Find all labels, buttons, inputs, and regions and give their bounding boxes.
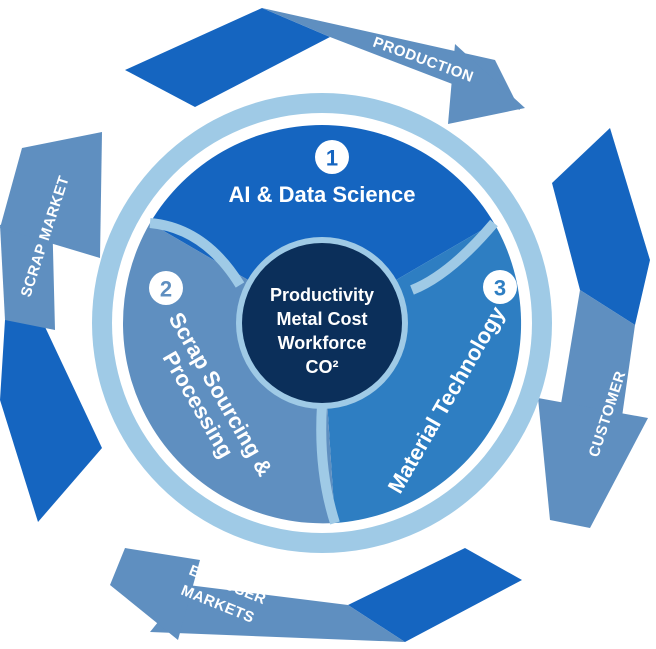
- separator-left: [149, 218, 245, 288]
- arrow-customer: CUSTOMER: [538, 128, 650, 528]
- segment-3-number: 3: [494, 276, 506, 301]
- core-circle: [242, 243, 402, 403]
- segment-1-badge: 1: [315, 140, 349, 174]
- segment-1: [150, 125, 494, 323]
- arrow-scrap-market-head: [0, 132, 102, 258]
- core-metal-cost: Metal Cost: [276, 309, 367, 329]
- separator-right: [410, 219, 498, 295]
- segment-2-number: 2: [160, 277, 172, 302]
- segment-2-badge: 2: [149, 271, 183, 305]
- arrow-production-dark-fold: [125, 8, 330, 107]
- arrow-end-user-body: [150, 585, 405, 642]
- segment-3-number-circle: [483, 270, 517, 304]
- arrow-end-user-head: [110, 548, 200, 640]
- core-co2: CO²: [306, 357, 339, 377]
- segment-2-number-circle: [149, 271, 183, 305]
- arrow-customer-dark-fold: [552, 128, 650, 325]
- arrow-scrap-market: SCRAP MARKET: [0, 132, 102, 522]
- arrow-scrap-market-dark-fold: [0, 312, 102, 522]
- arrow-customer-head: [538, 398, 648, 528]
- segment-1-number: 1: [326, 146, 338, 171]
- segment-1-number-circle: [315, 140, 349, 174]
- segment-1-title: AI & Data Science: [228, 182, 415, 207]
- arrow-end-user-markets: END USER MARKETS: [110, 548, 522, 642]
- separator-bottom: [316, 404, 340, 525]
- core-workforce: Workforce: [278, 333, 367, 353]
- core-productivity: Productivity: [270, 285, 374, 305]
- arrow-production-head: [448, 44, 525, 124]
- arrow-end-user-dark-fold: [348, 548, 522, 642]
- segment-3-badge: 3: [483, 270, 517, 304]
